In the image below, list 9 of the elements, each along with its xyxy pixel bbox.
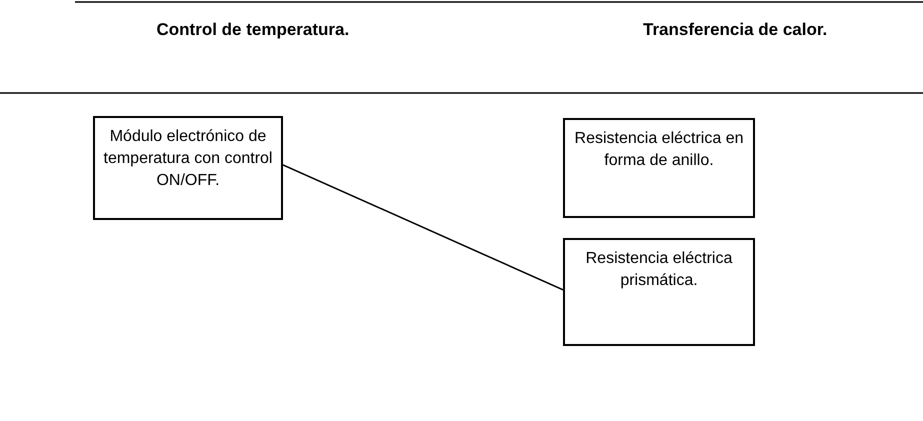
column-header: Transferencia de calor. xyxy=(643,20,828,40)
box-text: Resistencia eléctrica en forma de anillo. xyxy=(574,129,744,171)
box-text: Módulo electrónico de temperatura con control ON/OFF. xyxy=(102,127,274,191)
text-box xyxy=(563,238,755,346)
connector-line xyxy=(282,164,564,291)
text-box xyxy=(563,118,755,218)
column-header: Control de temperatura. xyxy=(156,20,350,40)
box-text: Resistencia eléctrica prismática. xyxy=(584,249,734,291)
text-box xyxy=(93,116,283,220)
